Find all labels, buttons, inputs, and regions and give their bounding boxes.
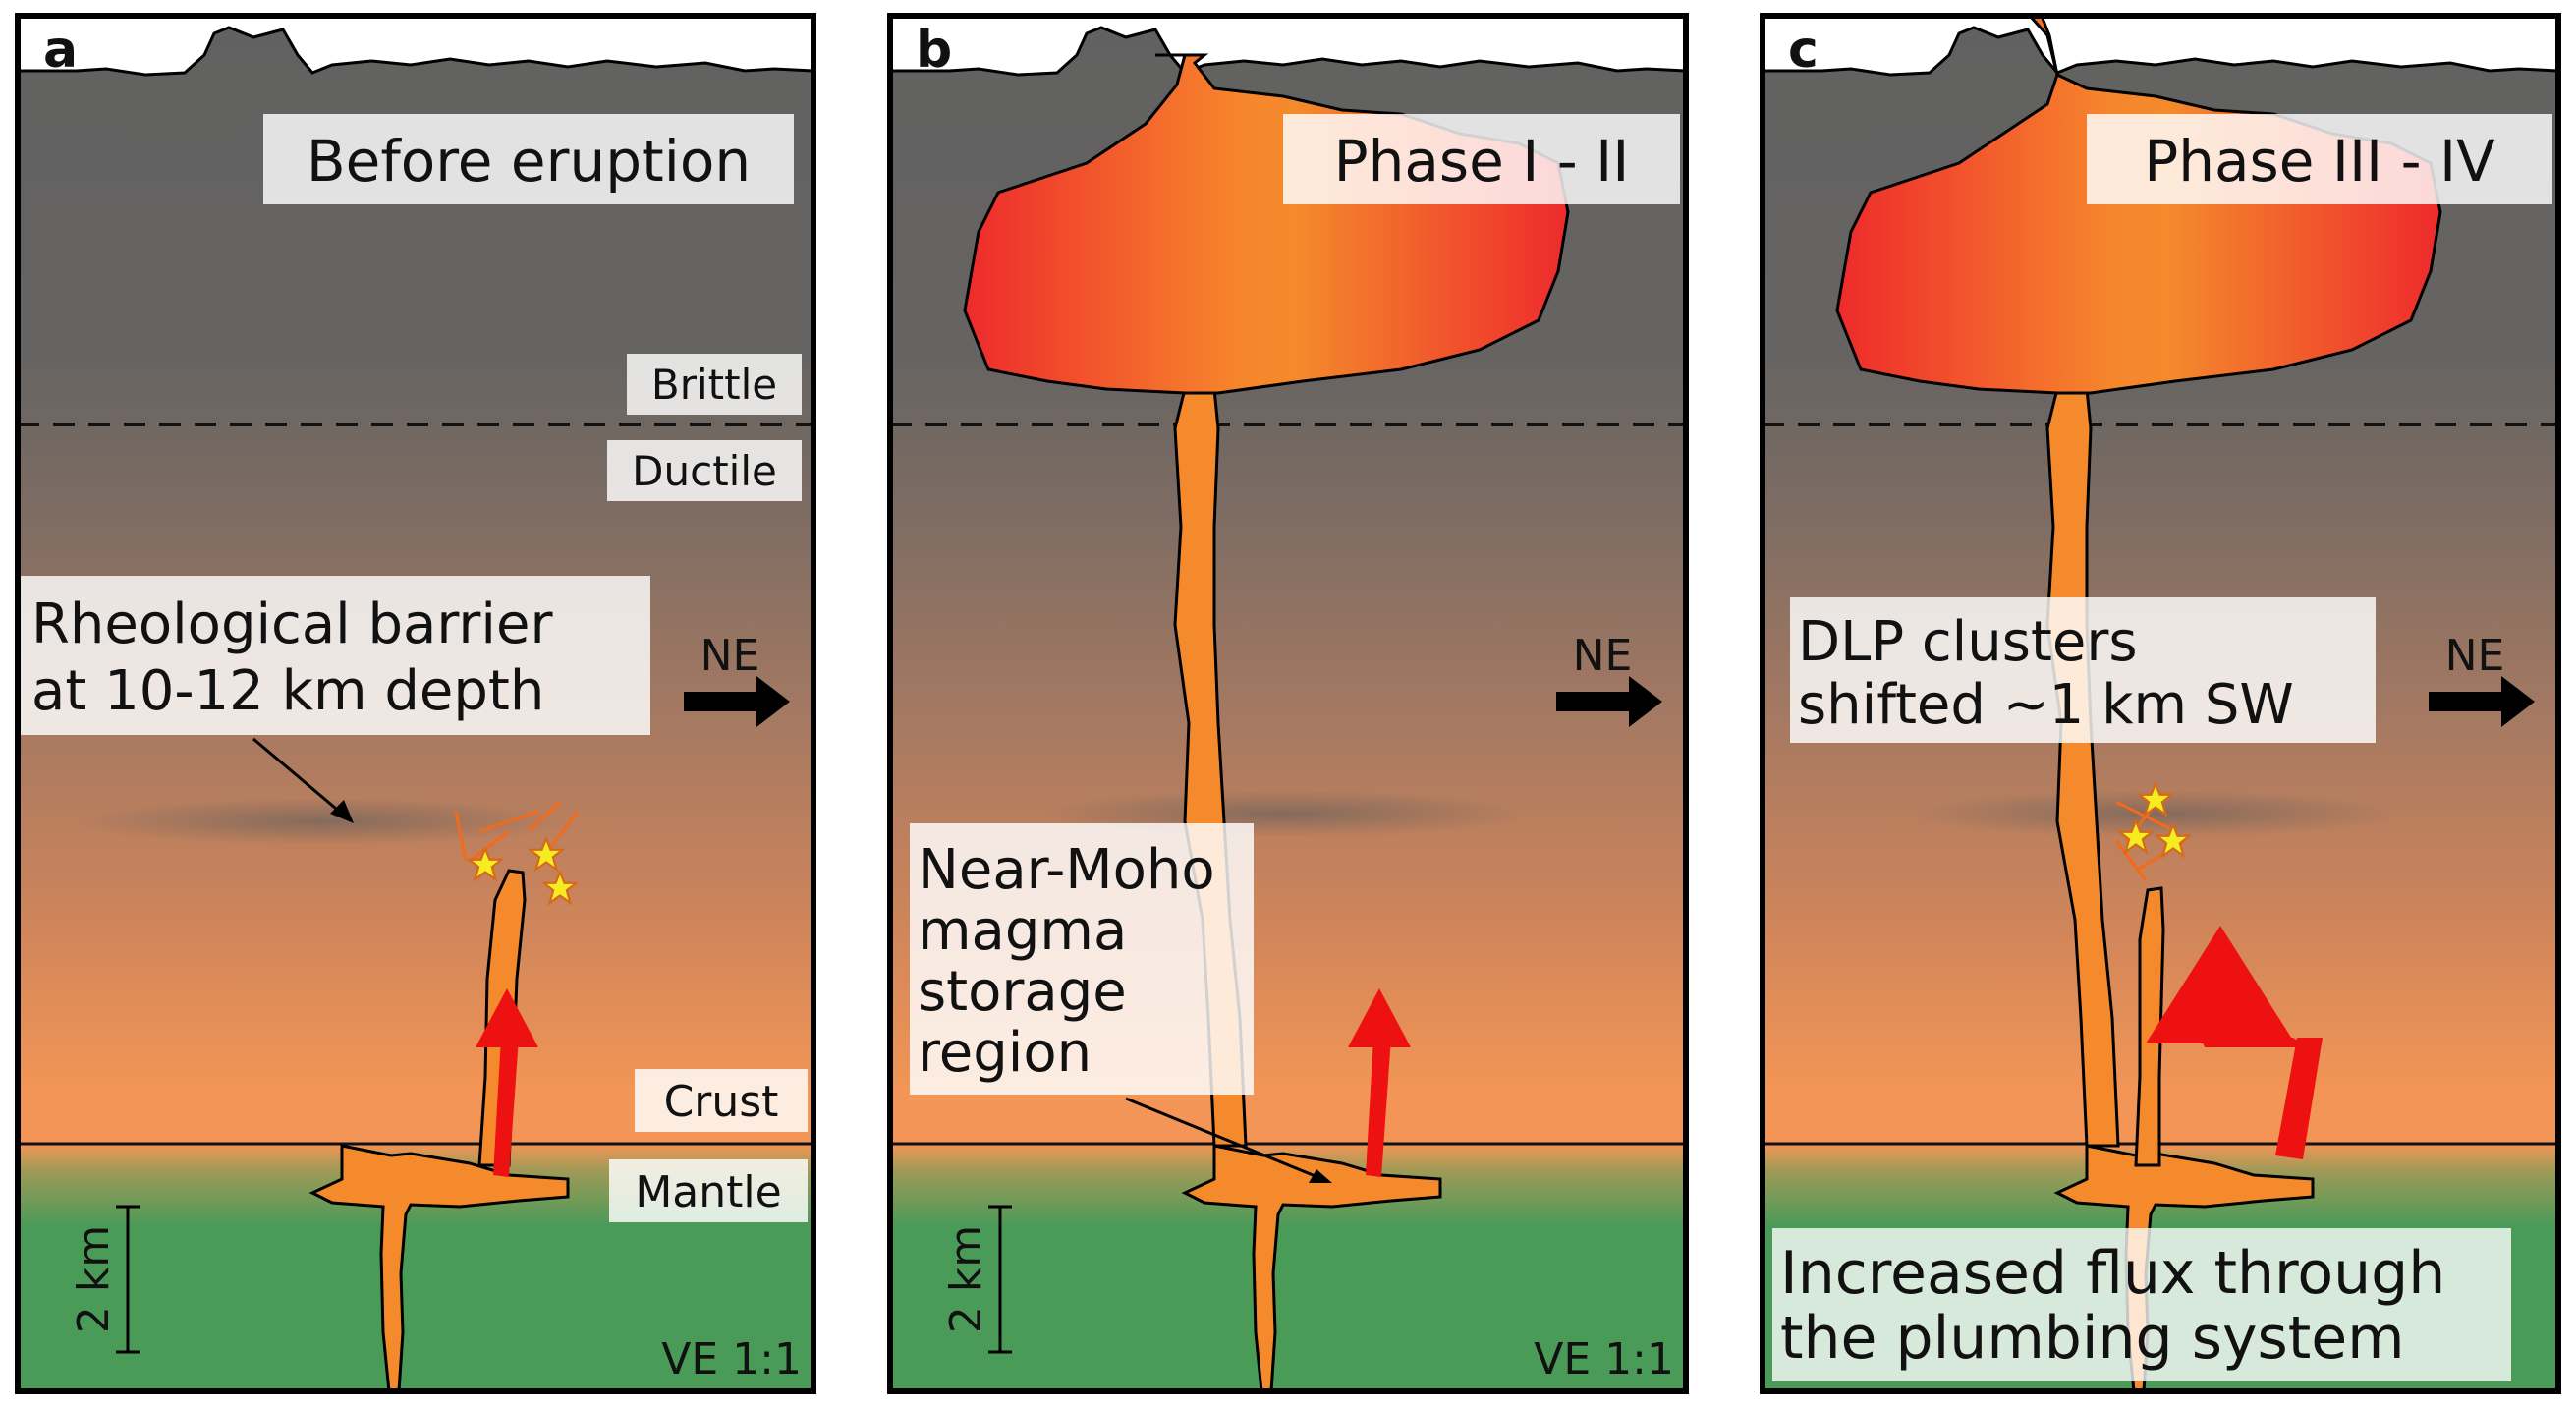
svg-text:2 km: 2 km <box>69 1225 119 1333</box>
label-crust: Crust <box>635 1069 808 1132</box>
label-near-moho: Near-Moho magma storage region <box>910 823 1254 1095</box>
panel-letter-c: c <box>1788 21 1819 80</box>
increased-flux-arrow <box>2146 926 2323 1159</box>
svg-text:storage: storage <box>918 960 1127 1024</box>
panel-letter-a: a <box>43 21 78 80</box>
svg-text:NE: NE <box>2445 631 2505 681</box>
svg-text:Mantle: Mantle <box>635 1167 781 1217</box>
label-ductile: Ductile <box>607 440 802 501</box>
storage-pointer-head <box>1309 1169 1332 1183</box>
label-rheological-barrier: Rheological barrier at 10-12 km depth <box>18 576 650 735</box>
label-before-eruption: Before eruption <box>263 114 794 204</box>
svg-text:shifted ~1 km SW: shifted ~1 km SW <box>1798 673 2294 737</box>
storage-pointer <box>1125 1097 1323 1181</box>
surface-topography <box>1761 14 2560 114</box>
rheological-barrier <box>77 798 568 845</box>
barrier-pointer-head <box>330 800 354 823</box>
scale-bar: 2 km <box>941 1205 1012 1354</box>
magma-sill <box>1181 1144 1442 1393</box>
scale-bar: 2 km <box>69 1205 140 1354</box>
surface-topography <box>16 14 815 114</box>
svg-text:Rheological barrier: Rheological barrier <box>31 592 553 656</box>
ne-direction: NE <box>1556 631 1662 727</box>
label-mantle: Mantle <box>609 1159 808 1222</box>
rheological-barrier <box>1910 790 2401 837</box>
panel-c: Phase III - IV NE DLP clusters shifted ~… <box>1760 13 2561 1394</box>
svg-text:Phase I - II: Phase I - II <box>1334 128 1630 195</box>
label-increased-flux: Increased flux through the plumbing syst… <box>1772 1228 2511 1381</box>
label-dlp-clusters: DLP clusters shifted ~1 km SW <box>1790 597 2376 743</box>
barrier-pointer <box>252 737 343 816</box>
svg-text:at 10-12 km depth: at 10-12 km depth <box>31 659 544 723</box>
svg-text:region: region <box>918 1021 1092 1085</box>
svg-text:the plumbing system: the plumbing system <box>1780 1304 2405 1373</box>
svg-text:Ductile: Ductile <box>632 447 777 495</box>
svg-text:DLP clusters: DLP clusters <box>1798 610 2138 674</box>
svg-text:Crust: Crust <box>664 1077 779 1127</box>
svg-text:2 km: 2 km <box>941 1225 991 1333</box>
svg-text:Near-Moho: Near-Moho <box>918 838 1215 902</box>
fault-lines <box>454 800 580 863</box>
panel-letter-b: b <box>916 21 952 80</box>
label-brittle: Brittle <box>627 354 802 415</box>
panel-a: Before eruption Brittle Ductile Rheologi… <box>15 13 816 1394</box>
ve-label: VE 1:1 <box>661 1334 802 1384</box>
svg-text:NE: NE <box>1573 631 1633 681</box>
ve-label: VE 1:1 <box>1534 1334 1674 1384</box>
label-phase-i-ii: Phase I - II <box>1283 114 1680 204</box>
svg-text:Before eruption: Before eruption <box>307 128 751 195</box>
magma-sill <box>308 1144 570 1393</box>
ne-direction: NE <box>2429 631 2535 727</box>
magma-flow-arrow <box>476 988 538 1177</box>
svg-text:NE: NE <box>700 631 760 681</box>
panel-b: Phase I - II NE Near-Moho magma storage … <box>887 13 1689 1394</box>
surface-topography <box>888 14 1688 114</box>
svg-text:Increased flux through: Increased flux through <box>1780 1239 2445 1308</box>
svg-text:magma: magma <box>918 899 1127 963</box>
label-phase-iii-iv: Phase III - IV <box>2087 114 2552 204</box>
svg-text:Brittle: Brittle <box>651 361 777 409</box>
secondary-dike <box>2134 886 2165 1167</box>
magma-flow-arrow <box>1348 988 1411 1177</box>
svg-text:Phase III - IV: Phase III - IV <box>2144 128 2495 195</box>
ne-direction: NE <box>684 631 790 727</box>
